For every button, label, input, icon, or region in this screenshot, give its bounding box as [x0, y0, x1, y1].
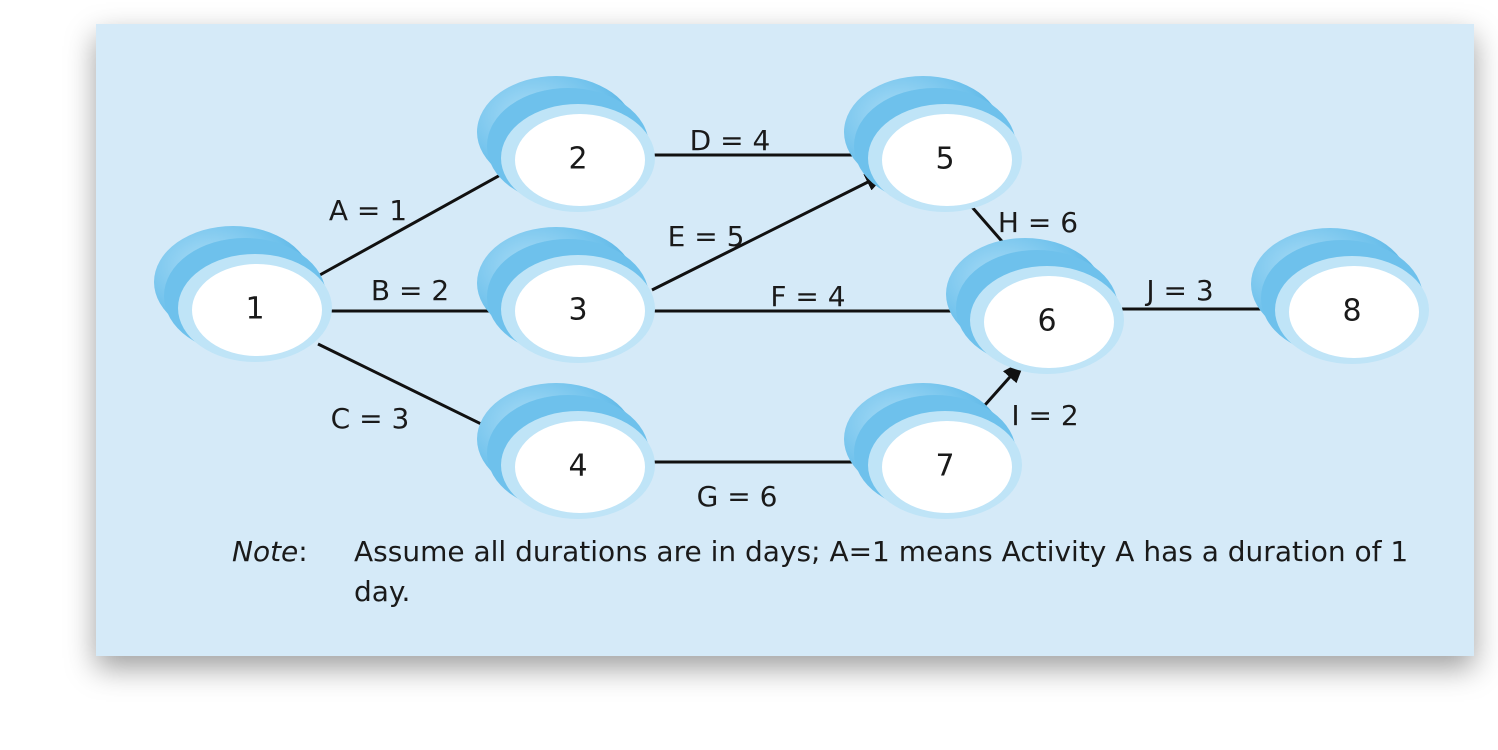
note-text: Assume all durations are in days; A=1 me… [354, 535, 1409, 608]
diagram-panel [96, 24, 1474, 656]
edge-label-4-7: G = 6 [697, 480, 778, 513]
edge-arrow-3-5 [651, 170, 889, 292]
edge-label-6-8: J = 3 [1144, 274, 1213, 307]
node-6-label: 6 [1037, 304, 1056, 339]
node-3-label: 3 [568, 293, 587, 328]
node-1-face [192, 264, 322, 356]
node-4-label: 4 [568, 449, 587, 484]
edge-label-3-6: F = 4 [770, 280, 845, 313]
node-2-face [515, 114, 645, 206]
edge-labels-layer: A = 1 B = 2 C = 3 D = 4 E = 5 F = 4 G = 6 H = 6… [329, 124, 1214, 513]
node-5-face [882, 114, 1012, 206]
edge-label-1-2: A = 1 [329, 194, 407, 227]
node-4-face [515, 421, 645, 513]
node-8: 8 [1251, 228, 1429, 364]
node-3: 3 [477, 227, 655, 363]
note-prefix: Note [232, 535, 299, 568]
edge-label-1-4: C = 3 [331, 402, 410, 435]
node-3-face [515, 265, 645, 357]
node-1: 1 [154, 226, 332, 362]
node-2: 2 [477, 76, 655, 212]
node-7: 7 [844, 383, 1022, 519]
edge-label-5-6: H = 6 [998, 206, 1078, 239]
node-4: 4 [477, 383, 655, 519]
edge-label-3-5: E = 5 [668, 220, 745, 253]
node-8-label: 8 [1342, 294, 1361, 329]
node-5-label: 5 [935, 142, 954, 177]
node-6-face [984, 276, 1114, 368]
node-6: 6 [946, 238, 1124, 374]
edge-label-2-5: D = 4 [690, 124, 771, 157]
node-2-label: 2 [568, 142, 587, 177]
nodes-layer: 1 2 3 4 5 6 7 8 [154, 76, 1429, 519]
edge-label-7-6: I = 2 [1011, 399, 1078, 432]
node-5: 5 [844, 76, 1022, 212]
node-8-face [1289, 266, 1419, 358]
edge-arrow-1-2 [317, 161, 523, 278]
node-1-label: 1 [245, 292, 264, 327]
node-7-face [882, 421, 1012, 513]
node-7-label: 7 [935, 449, 954, 484]
edge-label-1-3: B = 2 [371, 274, 449, 307]
diagram-note: Note: Assume all durations are in days; … [232, 532, 1412, 612]
